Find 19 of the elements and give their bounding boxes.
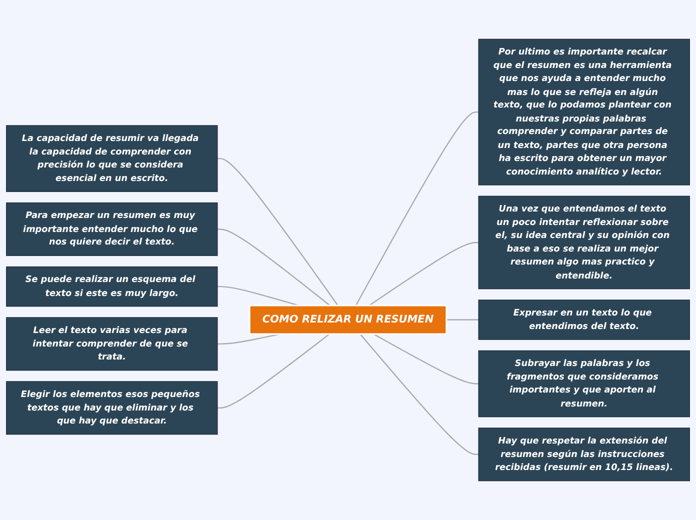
node-box: Subrayar las palabras y los fragmentos que consideramos importantes y que aporten al resumen.: [478, 350, 690, 418]
node-box: COMO RELIZAR UN RESUMEN: [248, 304, 448, 335]
node-box: Por ultimo es importante recalcar que el resumen es una herramienta que nos ayuda a entender mucho mas lo que se refleja en algún texto, que lo podamos plantear con nuestras propias palabras comprender y comparar partes de un texto, partes que otra persona ha escrito para obtener un mayor conocimiento analítico y lector.: [478, 38, 690, 186]
node-box: Hay que respetar la extensión del resumen según las instrucciones recibidas (resumir en 10,15 lineas).: [478, 428, 690, 482]
node-box: Leer el texto varias veces para intentar comprender de que se trata.: [6, 317, 218, 371]
connector: [217, 158, 338, 306]
node-box: Elegir los elementos esos pequeños textos que hay que eliminar y los que hay que destacar.: [6, 381, 218, 435]
connector: [217, 334, 330, 409]
node-box: Para empezar un resumen es muy importante entender mucho lo que nos quiere decir el texto.: [6, 202, 218, 256]
connector: [373, 334, 479, 384]
node-box: La capacidad de resumir va llegada la capacidad de comprender con precisión lo que se considera esencial en un escrito.: [6, 125, 218, 192]
connector: [446, 319, 479, 320]
connector: [368, 242, 479, 306]
connector: [355, 111, 479, 306]
connector: [360, 334, 479, 455]
connector: [217, 228, 330, 306]
node-box: Se puede realizar un esquema del texto si este es muy largo.: [6, 266, 218, 307]
node-box: Expresar en un texto lo que entendimos del texto.: [478, 300, 690, 340]
node-box: Una vez que entendamos el texto un poco intentar reflexionar sobre el, su idea central y su opinión con base a eso se realiza un mejor resumen algo mas practico y entendible.: [478, 196, 690, 290]
